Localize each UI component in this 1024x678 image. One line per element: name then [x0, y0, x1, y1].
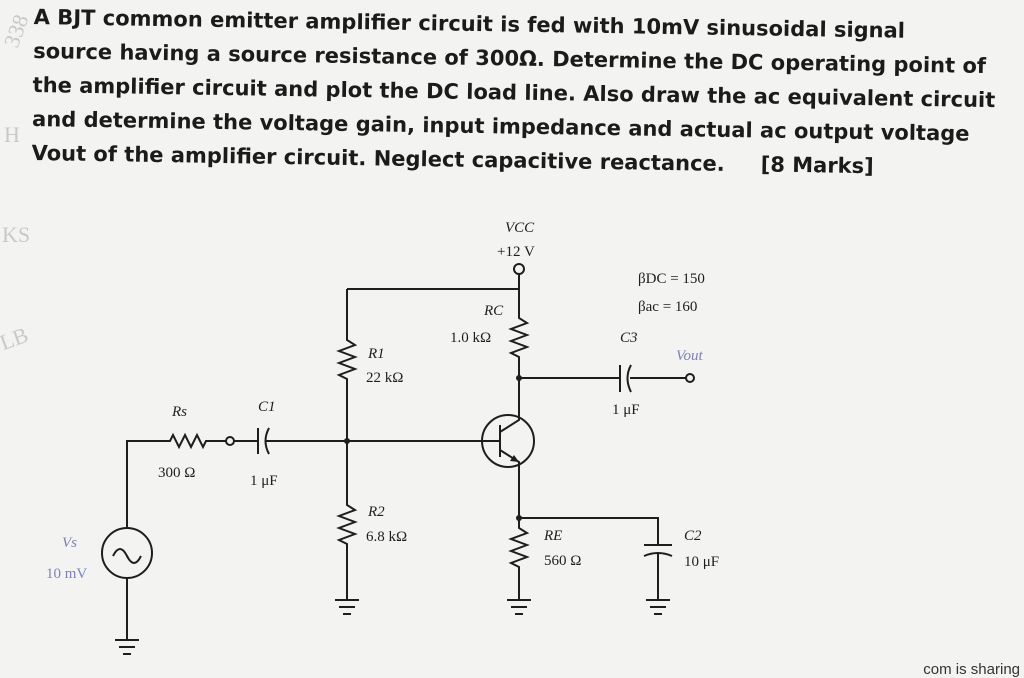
- re-label: RE: [543, 528, 562, 544]
- beta-dc-label: βDC = 150: [638, 271, 705, 287]
- c1-left-node: [225, 436, 235, 446]
- c2-ground: [646, 599, 670, 615]
- watermark-2: KS: [2, 222, 31, 247]
- rc-resistor: [508, 289, 530, 378]
- transistor-collector-lead: [499, 378, 520, 433]
- re-value: 560 Ω: [544, 553, 581, 569]
- vout-terminal: [685, 373, 695, 383]
- re-resistor: [508, 518, 530, 600]
- beta-ac-label: βac = 160: [638, 299, 697, 315]
- c1-value: 1 μF: [250, 473, 278, 489]
- watermark-4: H: [4, 122, 20, 147]
- c2-wire: [519, 517, 659, 545]
- footer-text: com is sharing: [923, 661, 1020, 678]
- sine-icon: [112, 548, 142, 564]
- re-ground: [507, 599, 531, 615]
- rs-value: 300 Ω: [158, 465, 195, 481]
- c3-capacitor: [619, 364, 632, 393]
- source-ground: [115, 578, 139, 655]
- rc-label: RC: [483, 303, 504, 319]
- rc-value: 1.0 kΩ: [450, 330, 491, 346]
- top-rail-wire: [347, 274, 520, 290]
- r1-resistor: [336, 289, 358, 441]
- c2-value: 10 μF: [684, 554, 719, 570]
- c1-label: C1: [258, 399, 276, 415]
- rs-label: Rs: [171, 404, 187, 420]
- ac-source: [101, 527, 153, 579]
- emitter-arrow: [510, 455, 519, 462]
- emitter-junction: [516, 515, 522, 521]
- vout-label: Vout: [676, 348, 704, 364]
- vcc-label: VCC: [505, 220, 535, 236]
- c3-label: C3: [620, 330, 638, 346]
- vs-value: 10 mV: [46, 566, 87, 582]
- c3-value: 1 μF: [612, 402, 640, 418]
- r2-value: 6.8 kΩ: [366, 529, 407, 545]
- r1-value: 22 kΩ: [366, 370, 403, 386]
- c2-capacitor: [643, 544, 673, 600]
- c2-label: C2: [684, 528, 702, 544]
- vcc-node: [513, 263, 525, 275]
- r2-ground: [335, 599, 359, 615]
- c1-capacitor: [234, 427, 347, 455]
- vs-label: Vs: [62, 535, 77, 551]
- r2-resistor: [336, 441, 358, 600]
- r2-label: R2: [367, 504, 385, 520]
- r1-label: R1: [367, 346, 385, 362]
- rs-resistor: [126, 432, 226, 527]
- vcc-value: +12 V: [497, 244, 535, 260]
